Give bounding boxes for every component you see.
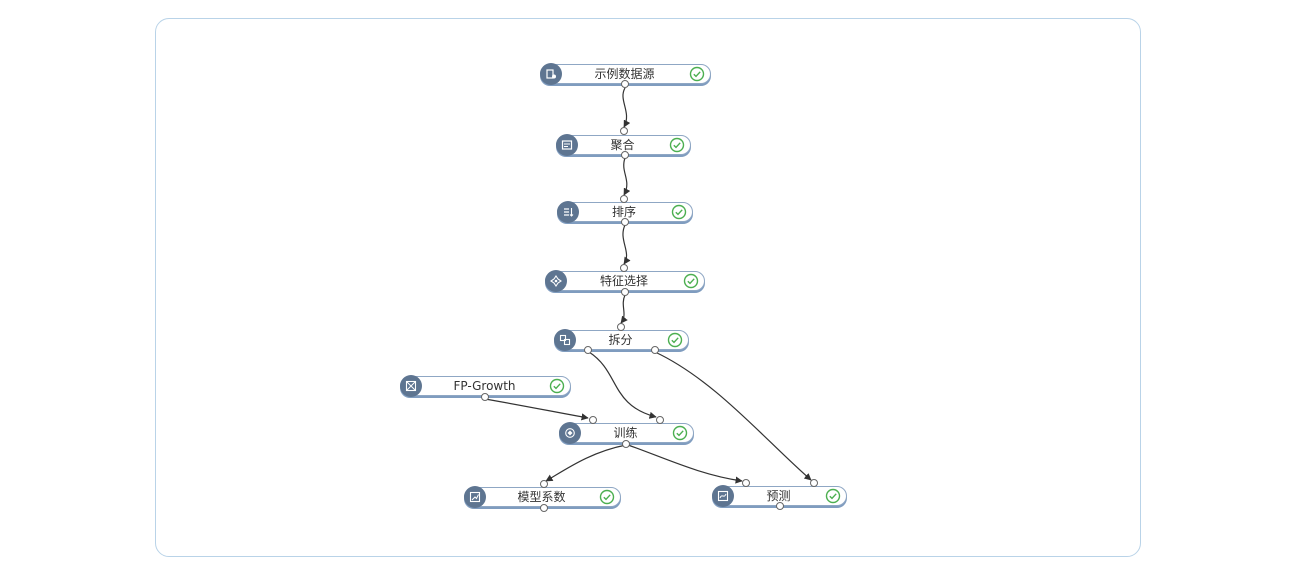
- node-label: 模型系数: [517, 490, 566, 504]
- input-port[interactable]: [620, 127, 628, 135]
- success-check-icon: [599, 489, 615, 505]
- node-label: 特征选择: [599, 274, 648, 288]
- algorithm-icon: [400, 375, 422, 397]
- output-port[interactable]: [776, 502, 784, 510]
- node-label: 预测: [766, 489, 791, 503]
- node-train[interactable]: 训练: [559, 422, 694, 444]
- feature-select-icon: [545, 270, 567, 292]
- output-port[interactable]: [621, 80, 629, 88]
- input-port-left[interactable]: [742, 479, 750, 487]
- node-label: 拆分: [608, 333, 633, 347]
- node-feature-select[interactable]: 特征选择: [545, 270, 705, 292]
- input-port[interactable]: [617, 323, 625, 331]
- output-port[interactable]: [621, 151, 629, 159]
- node-aggregate[interactable]: 聚合: [556, 134, 691, 156]
- output-port-left[interactable]: [584, 346, 592, 354]
- input-port-left[interactable]: [589, 416, 597, 424]
- node-label: 聚合: [610, 138, 635, 152]
- node-label: FP-Growth: [453, 379, 516, 393]
- success-check-icon: [689, 66, 705, 82]
- output-port-right[interactable]: [651, 346, 659, 354]
- node-label: 训练: [613, 426, 638, 440]
- chart-icon: [464, 486, 486, 508]
- success-check-icon: [669, 137, 685, 153]
- input-port-right[interactable]: [810, 479, 818, 487]
- train-icon: [559, 422, 581, 444]
- database-icon: [540, 63, 562, 85]
- input-port[interactable]: [540, 480, 548, 488]
- output-port[interactable]: [622, 440, 630, 448]
- sort-icon: [557, 201, 579, 223]
- predict-icon: [712, 485, 734, 507]
- split-icon: [554, 329, 576, 351]
- node-label: 示例数据源: [594, 67, 655, 81]
- node-split[interactable]: 拆分: [554, 329, 689, 351]
- success-check-icon: [825, 488, 841, 504]
- success-check-icon: [667, 332, 683, 348]
- node-predict[interactable]: 预测: [712, 485, 847, 507]
- aggregate-icon: [556, 134, 578, 156]
- node-data-source[interactable]: 示例数据源: [540, 63, 711, 85]
- node-label: 排序: [611, 205, 636, 219]
- output-port[interactable]: [540, 504, 548, 512]
- input-port-right[interactable]: [656, 416, 664, 424]
- success-check-icon: [672, 425, 688, 441]
- success-check-icon: [683, 273, 699, 289]
- input-port[interactable]: [620, 195, 628, 203]
- node-fp-growth[interactable]: FP-Growth: [400, 375, 571, 397]
- output-port[interactable]: [621, 218, 629, 226]
- input-port[interactable]: [620, 264, 628, 272]
- output-port[interactable]: [481, 393, 489, 401]
- success-check-icon: [671, 204, 687, 220]
- output-port[interactable]: [621, 288, 629, 296]
- success-check-icon: [549, 378, 565, 394]
